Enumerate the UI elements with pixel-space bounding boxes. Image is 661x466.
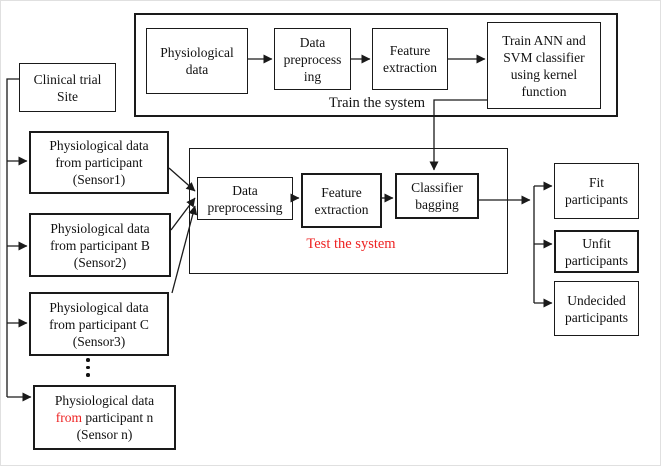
train-system-container <box>134 13 618 117</box>
train-system-label: Train the system <box>328 95 426 111</box>
fit-participants-box: Fit participants <box>554 163 639 219</box>
participant-sensor-n-box: Physiological data from participant n (S… <box>33 385 176 450</box>
test-data-preprocessing-box: Data preprocessing <box>197 177 293 220</box>
unfit-participants-box: Unfit participants <box>554 230 639 273</box>
undecided-participants-box: Undecided participants <box>554 281 639 336</box>
participant-n-line2-rest: participant n <box>82 410 154 425</box>
train-ann-svm-classifier-box: Train ANN and SVM classifier using kerne… <box>487 22 601 109</box>
vertical-ellipsis-icon <box>86 358 90 377</box>
participant-sensor1-box: Physiological data from participant (Sen… <box>29 131 169 194</box>
test-system-label: Test the system <box>306 236 396 252</box>
clinical-trial-site-box: Clinical trial Site <box>19 63 116 112</box>
train-feature-extraction-box: Feature extraction <box>372 28 448 90</box>
connector-clinical-feed-line <box>6 78 19 397</box>
train-data-preprocessing-box: Data preprocess ing <box>274 28 351 90</box>
train-physiological-data-box: Physiological data <box>146 28 248 94</box>
test-feature-extraction-box: Feature extraction <box>301 173 382 228</box>
from-word-red: from <box>55 410 82 425</box>
participant-sensor3-box: Physiological data from participant C (S… <box>29 292 169 356</box>
participant-n-line2: from participant n <box>56 409 153 426</box>
participant-n-line1: Physiological data <box>54 393 155 408</box>
classifier-bagging-box: Classifier bagging <box>395 173 479 219</box>
participant-sensor2-box: Physiological data from participant B (S… <box>29 213 171 277</box>
participant-n-line3: (Sensor n) <box>76 427 133 442</box>
